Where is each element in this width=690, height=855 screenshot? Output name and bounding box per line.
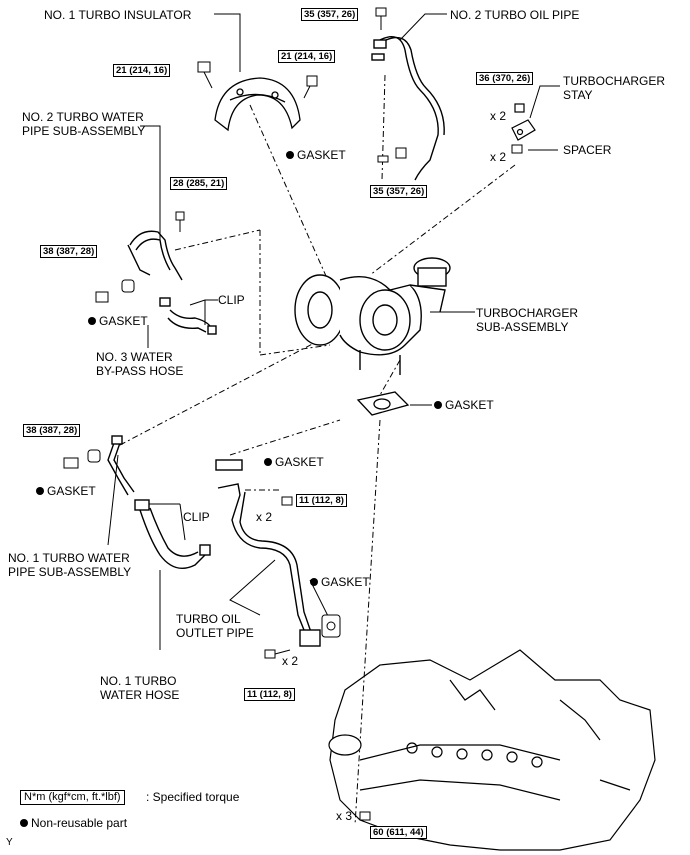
gasket-top-left [121, 279, 135, 293]
legend-nonreusable: Non-reusable part [20, 816, 127, 830]
no2-turbo-oil-pipe [371, 36, 445, 181]
legend-torque-text: : Specified torque [146, 790, 240, 804]
flange-gasket [356, 391, 410, 416]
torque-60: 60 (611, 44) [370, 826, 427, 839]
bolt-21-right [303, 75, 318, 99]
bolt-21-left [197, 61, 213, 89]
mult-spacer: x 2 [490, 150, 507, 164]
label-turbo-sub-2: SUB-ASSEMBLY [476, 320, 569, 334]
label-gasket-outlet: GASKET [310, 575, 370, 589]
label-oil-outlet-1: TURBO OIL [176, 612, 241, 626]
leader-clip-bottom-b [179, 503, 186, 541]
label-no2-water-pipe-1: NO. 2 TURBO WATER [22, 110, 144, 124]
torque-21-right: 21 (214, 16) [278, 50, 336, 63]
outlet-gasket [321, 614, 341, 638]
label-no1-hose-2: WATER HOSE [100, 688, 180, 702]
label-no2-turbo-oil-pipe: NO. 2 TURBO OIL PIPE [450, 8, 580, 22]
nonreusable-dot [310, 577, 318, 586]
leader-oil-outlet [229, 559, 276, 616]
label-turbo-stay-2: STAY [563, 88, 593, 102]
label-no3-hose-1: NO. 3 WATER [96, 350, 173, 364]
label-turbo-stay-1: TURBOCHARGER [563, 74, 666, 88]
label-no1-water-pipe-1: NO. 1 TURBO WATER [8, 551, 130, 565]
torque-38-top: 38 (387, 28) [40, 245, 98, 258]
bolt-35-top [375, 7, 387, 30]
nonreusable-dot [264, 457, 272, 466]
label-gasket-inlet: GASKET [264, 455, 324, 469]
no1-water-hose [134, 499, 211, 569]
label-clip-top: CLIP [218, 293, 245, 307]
label-gasket-no1: GASKET [36, 484, 96, 498]
gasket-bottom-left [87, 449, 101, 463]
mult-bolt11: x 2 [282, 654, 299, 668]
leader-oil-pipe [399, 13, 447, 41]
label-no2-water-pipe-2: PIPE SUB-ASSEMBLY [22, 124, 146, 138]
torque-36: 36 (370, 26) [476, 72, 534, 85]
turbo-insulator [214, 77, 301, 132]
nut-11 [281, 496, 293, 506]
label-clip-bottom: CLIP [183, 510, 210, 524]
torque-35-bottom: 35 (357, 26) [370, 185, 428, 198]
mult-nut11: x 2 [256, 510, 273, 524]
engine-block [328, 649, 656, 851]
label-turbo-sub-1: TURBOCHARGER [476, 306, 579, 320]
legend-torque-box: N*m (kgf*cm, ft.*lbf) [20, 790, 125, 805]
label-no3-hose-2: BY-PASS HOSE [96, 364, 184, 378]
nonreusable-dot [434, 400, 442, 409]
mult-60: x 3 [336, 809, 353, 823]
label-no1-water-pipe-2: PIPE SUB-ASSEMBLY [8, 565, 132, 579]
bolt-28 [175, 211, 185, 232]
nonreusable-dot [88, 316, 96, 325]
leader-clip-top [189, 299, 218, 306]
label-gasket-water: GASKET [88, 314, 148, 328]
nonreusable-dot [36, 486, 44, 495]
leader-no2-water [140, 125, 161, 240]
torque-11-bolt: 11 (112, 8) [244, 688, 295, 701]
bolt-11 [264, 649, 291, 659]
nonreusable-dot [286, 150, 294, 159]
no3-bypass-hose [167, 309, 217, 335]
label-oil-outlet-2: OUTLET PIPE [176, 626, 254, 640]
nonreusable-dot [20, 818, 28, 827]
torque-38-bottom: 38 (387, 28) [23, 424, 81, 437]
no1-turbo-water-pipe [107, 435, 135, 496]
leader-stay [529, 85, 560, 119]
nut-60 [359, 811, 371, 821]
torque-28: 28 (285, 21) [170, 177, 228, 190]
label-no1-turbo-insulator: NO. 1 TURBO INSULATOR [44, 8, 192, 22]
corner-mark: Y [6, 837, 13, 848]
mult-stay: x 2 [490, 109, 507, 123]
bolt-38-top [95, 291, 109, 303]
turbo-oil-outlet-pipe [215, 459, 321, 647]
torque-35-top: 35 (357, 26) [301, 8, 359, 21]
bolt-35-bottom [377, 147, 407, 163]
torque-11-nut: 11 (112, 8) [296, 494, 347, 507]
turbocharger [294, 257, 451, 375]
leader-insulator [214, 13, 241, 72]
spacer [511, 144, 523, 154]
torque-21-left: 21 (214, 16) [113, 64, 171, 77]
label-no1-hose-1: NO. 1 TURBO [100, 674, 177, 688]
turbocharger-stay [511, 103, 536, 141]
bolt-38-bottom [63, 457, 79, 469]
leader-gasket-outlet [309, 579, 331, 621]
label-gasket-flange: GASKET [434, 398, 494, 412]
leader-no1-pipe [107, 454, 119, 546]
no2-turbo-water-pipe [127, 230, 183, 307]
label-spacer: SPACER [563, 143, 612, 157]
label-gasket-oilpipe: GASKET [286, 148, 346, 162]
